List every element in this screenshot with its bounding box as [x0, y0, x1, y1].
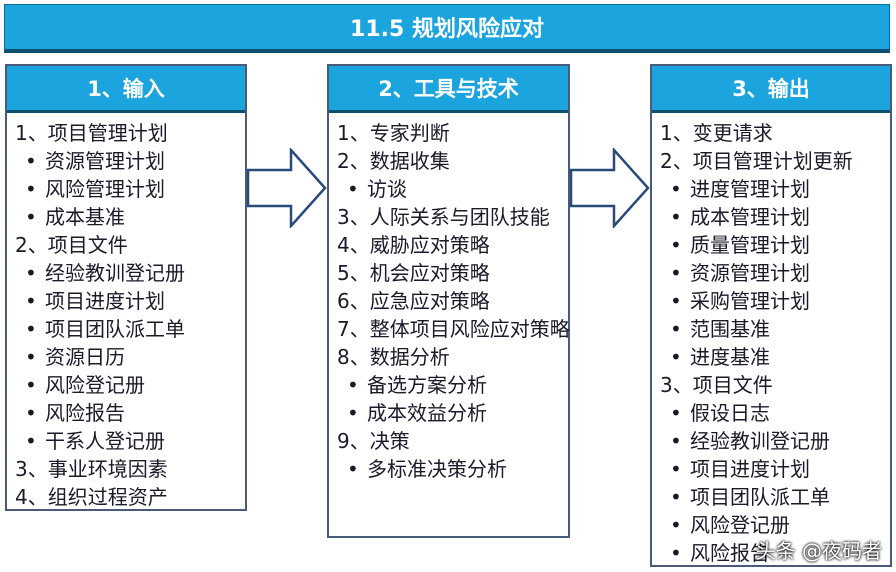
column-outputs: 3、输出 1、变更请求 2、项目管理计划更新进度管理计划成本管理计划质量管理计划资源…	[650, 64, 892, 567]
list-item: 备选方案分析	[337, 371, 568, 399]
list-item: 成本管理计划	[660, 203, 890, 231]
list-item: 多标准决策分析	[337, 455, 568, 483]
list-item: 进度基准	[660, 343, 890, 371]
list-item: 项目团队派工单	[15, 315, 245, 343]
list-item: 资源管理计划	[15, 147, 245, 175]
list-item: 8、数据分析	[337, 345, 450, 369]
list-item: 项目团队派工单	[660, 483, 890, 511]
list-item: 风险登记册	[15, 371, 245, 399]
list-item: 质量管理计划	[660, 231, 890, 259]
list-item: 4、威胁应对策略	[337, 233, 490, 257]
list-item: 项目进度计划	[15, 287, 245, 315]
list-item: 经验教训登记册	[660, 427, 890, 455]
list-item: 采购管理计划	[660, 287, 890, 315]
list-item: 风险报告	[15, 399, 245, 427]
list-item: 风险管理计划	[15, 175, 245, 203]
list-item: 范围基准	[660, 315, 890, 343]
list-item: 2、数据收集	[337, 149, 450, 173]
list-item: 1、变更请求	[660, 121, 773, 145]
list-item: 3、事业环境因素	[15, 457, 168, 481]
watermark: 头条 @夜码者	[755, 539, 882, 563]
arrow-right-icon	[570, 148, 650, 228]
list-item: 9、决策	[337, 429, 410, 453]
list-item: 2、项目管理计划更新	[660, 149, 853, 173]
column-tools: 2、工具与技术 1、专家判断 2、数据收集访谈3、人际关系与团队技能 4、威胁应对策略…	[327, 64, 570, 538]
column-header: 3、输出	[652, 66, 890, 113]
list-item: 项目进度计划	[660, 455, 890, 483]
list-item: 2、项目文件	[15, 233, 128, 257]
list-item: 1、专家判断	[337, 121, 450, 145]
list-item: 资源管理计划	[660, 259, 890, 287]
list-item: 7、整体项目风险应对策略	[337, 317, 570, 341]
list-item: 3、人际关系与团队技能	[337, 205, 550, 229]
list-item: 经验教训登记册	[15, 259, 245, 287]
column-header: 1、输入	[7, 66, 245, 113]
list-item: 成本效益分析	[337, 399, 568, 427]
list-item: 进度管理计划	[660, 175, 890, 203]
list-item: 6、应急应对策略	[337, 289, 490, 313]
list-item: 风险登记册	[660, 511, 890, 539]
list-item: 3、项目文件	[660, 373, 773, 397]
list-item: 4、组织过程资产	[15, 485, 168, 509]
list-item: 干系人登记册	[15, 427, 245, 455]
page-title: 11.5 规划风险应对	[4, 4, 890, 53]
column-inputs: 1、输入 1、项目管理计划资源管理计划风险管理计划成本基准2、项目文件经验教训登记…	[5, 64, 247, 511]
list-item: 假设日志	[660, 399, 890, 427]
column-header: 2、工具与技术	[329, 66, 568, 113]
list-item: 成本基准	[15, 203, 245, 231]
list-item: 1、项目管理计划	[15, 121, 168, 145]
list-item: 5、机会应对策略	[337, 261, 490, 285]
list-item: 访谈	[337, 175, 568, 203]
list-item: 风险报告	[660, 539, 890, 567]
list-item: 资源日历	[15, 343, 245, 371]
arrow-right-icon	[247, 148, 327, 228]
